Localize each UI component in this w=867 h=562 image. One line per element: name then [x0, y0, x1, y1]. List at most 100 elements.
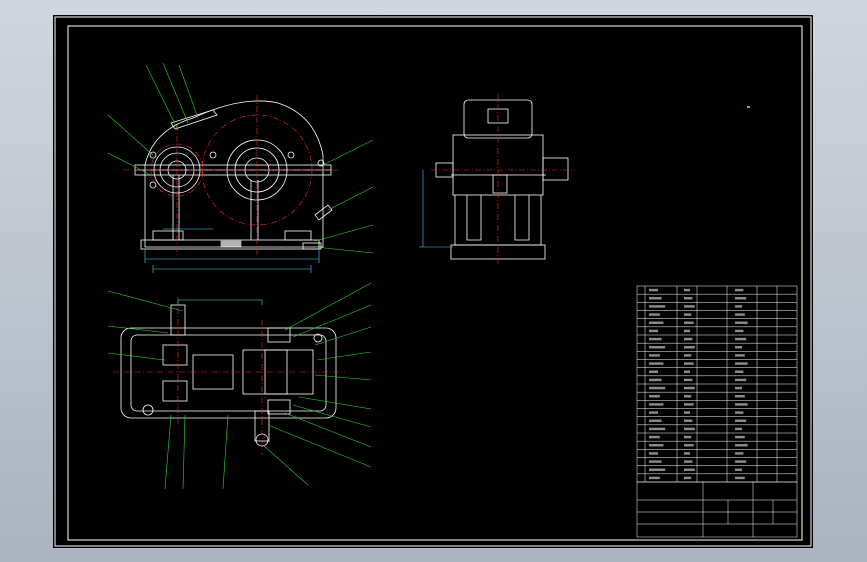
parts-list-cell-text [735, 297, 747, 300]
leader-line [298, 396, 372, 410]
parts-list-cell-text [649, 313, 660, 316]
parts-list-cell-text [684, 313, 692, 316]
leader-line [314, 374, 372, 381]
side-view-dimensions [419, 170, 453, 248]
parts-list-cell-text [735, 378, 747, 382]
side-view[interactable] [435, 99, 569, 260]
parts-list-cell-text [684, 329, 690, 333]
parts-list-cell-text [684, 476, 692, 480]
parts-list-cell-text [684, 288, 690, 292]
parts-list-cell-text [649, 362, 664, 365]
parts-list-cell-text [684, 452, 690, 455]
top-view[interactable] [120, 304, 337, 447]
parts-list-cell-text [649, 452, 658, 455]
parts-list-cell-text [684, 370, 690, 373]
bearing [267, 327, 291, 343]
dim-center-distance [177, 299, 263, 305]
top-view-leaders [107, 282, 372, 490]
parts-list-cell-text [684, 297, 693, 300]
parts-list-cell-text [684, 305, 695, 308]
leader-line [107, 325, 169, 334]
bearing [267, 399, 291, 415]
leader-line [314, 326, 372, 346]
parts-list-cell-text [649, 419, 662, 422]
parts-list-cell-text [684, 411, 690, 414]
parts-list-cell-text [735, 370, 744, 373]
parts-list-cell-text [649, 444, 664, 447]
leader-line [178, 64, 199, 119]
leader-line [284, 282, 372, 331]
parts-list-cell-text [684, 378, 693, 382]
parts-list-cell-text [735, 468, 742, 471]
leader-line [164, 414, 172, 490]
cad-viewport[interactable] [53, 15, 813, 548]
housing-outline [144, 100, 324, 248]
leader-line [222, 414, 229, 490]
cad-drawing-canvas[interactable] [53, 15, 813, 548]
leg-left [466, 195, 482, 241]
parts-list-cell-text [735, 395, 745, 398]
leader-line [327, 186, 374, 211]
top-view-centerlines [113, 297, 345, 455]
parts-list-cell-text [735, 476, 745, 480]
parts-list-cell-text [649, 305, 666, 308]
leader-line [314, 224, 374, 242]
front-view-dimensions [144, 228, 320, 273]
parts-list-cell-text [684, 386, 695, 390]
parts-list-cell-text [684, 337, 693, 341]
leader-line [162, 62, 189, 124]
parts-list-table[interactable] [636, 285, 798, 483]
leader-line [314, 246, 374, 254]
leader-line [322, 139, 374, 166]
parts-list-cell-text [684, 354, 692, 357]
inspection-cover [170, 109, 218, 130]
center-boss [492, 174, 508, 194]
parts-list-cell-text [735, 444, 748, 447]
bolt [149, 151, 157, 159]
parts-list-cell-text [684, 468, 695, 471]
parts-list-cell-text [735, 288, 744, 292]
leader-line [107, 152, 152, 176]
bolt-hole [142, 404, 154, 416]
parts-list-cell-text [649, 435, 660, 439]
parts-list-cell-text [649, 321, 664, 324]
parts-list-cell-text [649, 395, 660, 398]
parts-list-cell-text [735, 411, 744, 414]
output-shaft-stub [542, 157, 569, 181]
bolt [287, 151, 295, 159]
oil-dipstick [314, 204, 333, 221]
parts-list-cell-text [649, 337, 662, 341]
bolt-hole [313, 333, 323, 343]
leader-line [182, 414, 186, 490]
parts-list-cell-text [649, 476, 660, 480]
parts-list-cell-text [649, 427, 666, 431]
parts-list-cell-text [735, 321, 748, 324]
parts-list-cell-text [684, 444, 694, 447]
parts-list-cell-text [735, 362, 748, 365]
parts-list-cell-text [649, 378, 662, 382]
parts-list-cell-text [735, 313, 745, 316]
parts-list-cell-text [735, 452, 744, 455]
parts-list-cell-text [649, 468, 666, 471]
parts-list-cell-text [735, 403, 748, 406]
housing-plan-outline [120, 327, 337, 419]
leader-line [107, 114, 154, 156]
parts-list-cell-text [649, 288, 658, 292]
bearing [162, 380, 188, 402]
leader-line [145, 64, 179, 131]
drain-plug [220, 240, 242, 248]
oil-drain [302, 242, 322, 250]
parts-list-cell-text [649, 403, 664, 406]
leader-line [292, 304, 372, 338]
parts-list-cell-text [735, 346, 742, 349]
parts-list-cell-text [684, 403, 694, 406]
parts-list-cell-text [684, 435, 692, 439]
bearing [162, 344, 188, 366]
parts-list-cell-text [735, 460, 747, 463]
front-view[interactable] [134, 100, 333, 250]
parts-list-cell-text [735, 354, 745, 357]
parts-list-cell-text [735, 337, 747, 341]
outer-frame [54, 16, 812, 547]
title-block[interactable] [636, 481, 798, 538]
parts-list-cell-text [684, 419, 693, 422]
